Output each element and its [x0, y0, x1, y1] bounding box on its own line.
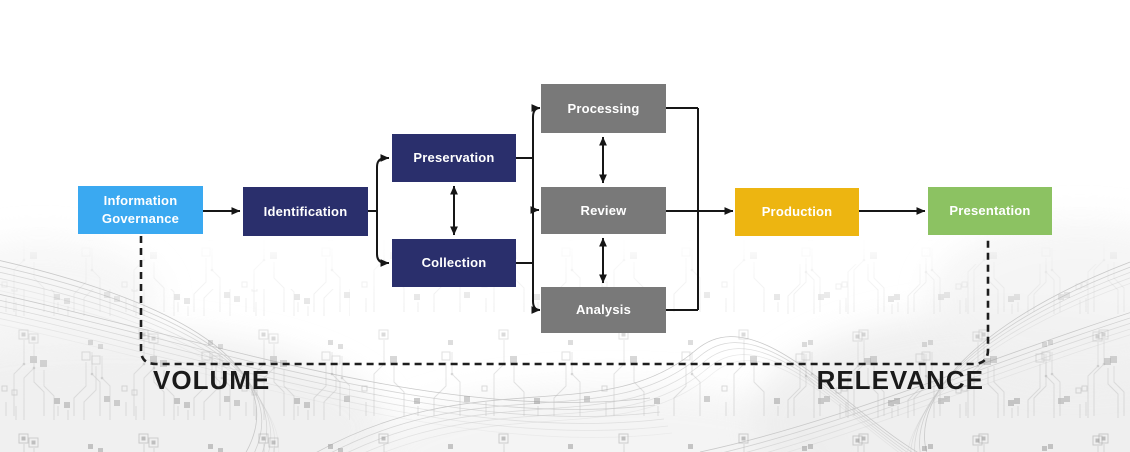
node-information-governance: Information Governance [78, 186, 203, 234]
node-production: Production [735, 188, 859, 236]
edge-identification-preservation [376, 154, 390, 211]
node-review: Review [541, 187, 666, 234]
wave-mesh [0, 254, 1130, 452]
node-collection: Collection [392, 239, 516, 287]
edge-collector-processing [531, 104, 541, 158]
edge-identification-collection [376, 211, 390, 267]
node-processing: Processing [541, 84, 666, 133]
node-presentation: Presentation [928, 187, 1052, 235]
node-preservation: Preservation [392, 134, 516, 182]
edge-collector-analysis [531, 263, 541, 314]
soft-wash-shapes [0, 220, 1130, 452]
node-identification: Identification [243, 187, 368, 236]
axis-label-volume: VOLUME [153, 365, 271, 395]
node-analysis: Analysis [541, 287, 666, 333]
axis-label-relevance: RELEVANCE [816, 365, 984, 395]
